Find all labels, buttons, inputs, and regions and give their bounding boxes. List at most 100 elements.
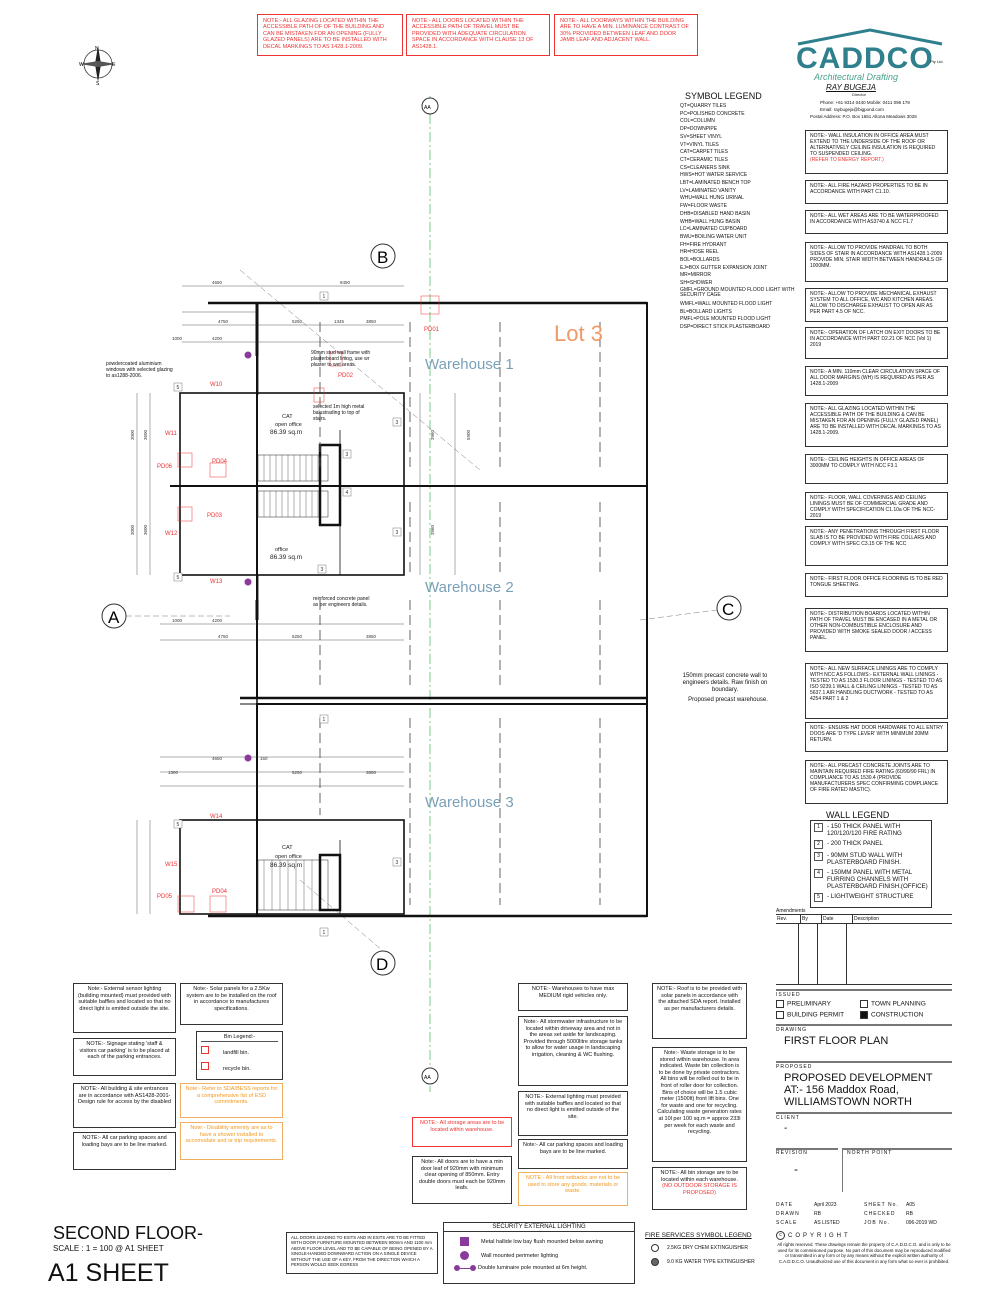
right-note-16: NOTE:- ALL PRECAST CONCRETE JOINTS ARE T… bbox=[805, 760, 948, 804]
low-bay-light-icon bbox=[460, 1237, 469, 1246]
svg-text:3600: 3600 bbox=[143, 429, 148, 440]
wall-type-number: 5 bbox=[814, 893, 823, 902]
svg-text:1345: 1345 bbox=[334, 319, 345, 324]
symbol-legend-item: SV=SHEET VINYL bbox=[680, 133, 723, 140]
wall-legend-title: WALL LEGEND bbox=[826, 810, 890, 820]
symbol-legend-item: VT=VINYL TILES bbox=[680, 141, 719, 148]
svg-text:1300: 1300 bbox=[168, 770, 179, 775]
svg-text:86.39 sq.m: 86.39 sq.m bbox=[270, 554, 302, 561]
note-roof-solar: NOTE:- Roof is to be provided with solar… bbox=[652, 983, 747, 1039]
svg-text:3: 3 bbox=[346, 452, 349, 458]
drawn-value: RB bbox=[814, 1211, 821, 1217]
bin-legend: Bin Legend:- landfill bin. recycle bin. bbox=[196, 1031, 283, 1080]
wall-type-text: - 90MM STUD WALL WITH PLASTERBOARD FINIS… bbox=[827, 852, 903, 866]
svg-text:5250: 5250 bbox=[292, 634, 303, 639]
svg-text:5: 5 bbox=[177, 575, 180, 581]
sheet-size: A1 SHEET bbox=[48, 1259, 169, 1287]
checkbox-building-permit[interactable]: BUILDING PERMIT bbox=[776, 1011, 860, 1019]
note-sensor-lighting: Note:- External sensor lighting (buildin… bbox=[73, 983, 176, 1033]
date-label: DATE bbox=[776, 1202, 793, 1208]
wall-legend-item: 1- 150 THICK PANEL WITH 120/120/120 FIRE… bbox=[814, 823, 928, 837]
note-disability: Note:- Disability amenity are as to have… bbox=[180, 1122, 283, 1160]
project-line-1: PROPOSED DEVELOPMENT bbox=[784, 1072, 933, 1084]
dry-chem-extinguisher-icon bbox=[651, 1244, 659, 1252]
svg-text:C: C bbox=[722, 600, 734, 619]
svg-text:1: 1 bbox=[323, 930, 326, 936]
client-value: - bbox=[784, 1123, 788, 1134]
svg-text:PD06: PD06 bbox=[157, 464, 173, 470]
wall-type-number: 2 bbox=[814, 840, 823, 849]
svg-text:5900: 5900 bbox=[466, 429, 471, 440]
company-director-name: RAY BUGEJA bbox=[826, 83, 876, 92]
note-windows: powdercoated aluminium windows with sele… bbox=[106, 361, 173, 379]
right-note-13: NOTE:- DISTRIBUTION BOARDS LOCATED WITHI… bbox=[805, 608, 948, 652]
svg-text:D: D bbox=[376, 955, 388, 974]
checkbox-preliminary[interactable]: PRELIMINARY bbox=[776, 1000, 860, 1008]
svg-text:1000: 1000 bbox=[172, 618, 183, 623]
svg-text:3850: 3850 bbox=[366, 319, 377, 324]
wall-type-text: - 150 THICK PANEL WITH 120/120/120 FIRE … bbox=[827, 823, 902, 837]
north-compass-icon: NE WS bbox=[79, 46, 116, 86]
security-lighting-legend: SECURITY EXTERNAL LIGHTING Metal hallide… bbox=[443, 1222, 635, 1284]
right-note-8: NOTE:- ALL GLAZING LOCATED WITHIN THE AC… bbox=[805, 403, 948, 447]
svg-text:3: 3 bbox=[321, 567, 324, 573]
landfill-bin-label: landfill bin. bbox=[223, 1049, 249, 1056]
water-extinguisher-icon bbox=[651, 1258, 659, 1266]
note-precast-warehouse: Proposed precast warehouse. bbox=[688, 697, 768, 703]
date-value: April 2023 bbox=[814, 1202, 837, 1208]
revision-label: REVISION bbox=[776, 1150, 808, 1156]
note-concrete-panel: reinforced concrete panel as per enginee… bbox=[313, 596, 370, 608]
note-esd: Note:- Refer to SDA/BESS reports for a c… bbox=[180, 1083, 283, 1118]
right-note-11: NOTE:- ANY PENETRATIONS THROUGH FIRST FL… bbox=[805, 526, 948, 566]
svg-text:AA: AA bbox=[424, 105, 431, 111]
note-solar-panels: Note:- Solar panels for a 2.5Kw system a… bbox=[180, 983, 283, 1025]
svg-text:4200: 4200 bbox=[212, 336, 223, 341]
svg-text:1: 1 bbox=[323, 294, 326, 300]
svg-text:W12: W12 bbox=[165, 531, 178, 537]
grid-marker-b: B bbox=[370, 243, 396, 269]
svg-text:open office: open office bbox=[275, 422, 302, 428]
svg-text:3960: 3960 bbox=[430, 429, 435, 440]
svg-text:PD03: PD03 bbox=[207, 513, 223, 519]
sheet-no-value: A05 bbox=[906, 1202, 915, 1208]
company-phone: Phone: +61 9314 0440 Mobile: 0411 096 17… bbox=[820, 100, 910, 105]
svg-text:3: 3 bbox=[396, 420, 399, 426]
svg-text:4750: 4750 bbox=[218, 634, 229, 639]
grid-marker-aa-top: AA bbox=[421, 97, 439, 115]
svg-text:E: E bbox=[112, 62, 116, 68]
caddco-logo-icon: CADDCO bbox=[796, 28, 943, 75]
note-doors: Note:- All doors are to have a min door … bbox=[412, 1156, 512, 1204]
svg-text:86.39 sq.m: 86.39 sq.m bbox=[270, 862, 302, 869]
grid-marker-c: C bbox=[716, 595, 742, 621]
svg-text:W15: W15 bbox=[165, 862, 178, 868]
note-bin-storage: NOTE:- All bin storage are to be located… bbox=[652, 1167, 747, 1210]
symbol-legend-item: HWS=HOT WATER SERVICE bbox=[680, 172, 748, 179]
symbol-legend-item: FH=FIRE HYDRANT bbox=[680, 241, 727, 248]
grid-marker-aa-bottom: AA bbox=[421, 1067, 439, 1085]
symbol-legend-title: SYMBOL LEGEND bbox=[685, 91, 762, 101]
wall-legend-item: 5- LIGHTWEIGHT STRUCTURE bbox=[814, 893, 928, 902]
checkbox-town-planning[interactable]: TOWN PLANNING bbox=[860, 1000, 926, 1008]
note-exit-doors: ALL DOORS LEADING TO EXITS AND IN EXITS … bbox=[286, 1232, 438, 1274]
svg-text:3960: 3960 bbox=[430, 524, 435, 535]
note-bin-storage-red: (NO OUTDOOR STORAGE IS PROPOSED) bbox=[662, 1183, 737, 1196]
logo-tagline: Architectural Drafting bbox=[814, 72, 899, 82]
checked-value: RB bbox=[906, 1211, 913, 1217]
drawing-title: FIRST FLOOR PLAN bbox=[784, 1035, 889, 1047]
security-item-3: Double luminaire pole mounted at 6m heig… bbox=[478, 1265, 588, 1271]
recycle-bin-icon bbox=[201, 1062, 209, 1071]
svg-text:PD02: PD02 bbox=[338, 373, 354, 379]
svg-text:3000: 3000 bbox=[130, 524, 135, 535]
symbol-legend-item: LC=LAMINATED CUPBOARD bbox=[680, 226, 748, 233]
symbol-legend-item: CS=CLEANERS SINK bbox=[680, 164, 730, 171]
symbol-legend-item: DHB=DISABLED HAND BASIN bbox=[680, 210, 751, 217]
drawing-label: DRAWING bbox=[776, 1024, 952, 1033]
sheet-title: SECOND FLOOR- bbox=[53, 1223, 204, 1243]
bin-legend-title: Bin Legend:- bbox=[201, 1034, 278, 1042]
checkbox-construction[interactable]: CONSTRUCTION bbox=[860, 1011, 923, 1019]
wall-legend-item: 3- 90MM STUD WALL WITH PLASTERBOARD FINI… bbox=[814, 852, 928, 866]
warehouse-3-label: Warehouse 3 bbox=[425, 794, 514, 811]
right-note-10: NOTE:- FLOOR, WALL COVERINGS AND CEILING… bbox=[805, 492, 948, 520]
note-vehicles: NOTE:- Warehouses to have max MEDIUM rig… bbox=[518, 983, 628, 1011]
